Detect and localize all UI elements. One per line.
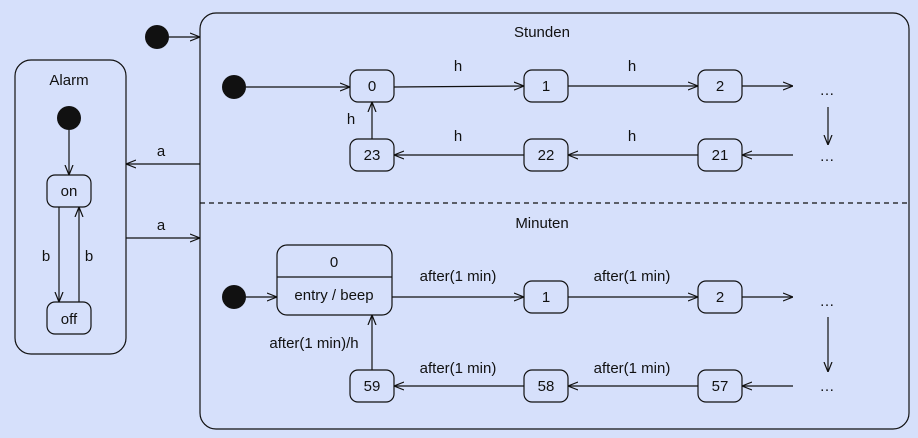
stunden-region: Stunden 0 1 2 23 22 21 h h … … h h h bbox=[222, 24, 835, 172]
alarm-transition-off-on-label: b bbox=[85, 248, 93, 265]
stunden-state-1-label: 1 bbox=[542, 78, 550, 95]
stunden-initial-state bbox=[222, 75, 246, 99]
stunden-state-23-label: 23 bbox=[364, 147, 381, 164]
minuten-title: Minuten bbox=[515, 215, 568, 232]
minuten-state-0-action: entry / beep bbox=[294, 287, 373, 304]
clock-initial-state bbox=[145, 25, 169, 49]
stunden-transition-0-1-label: h bbox=[454, 58, 462, 75]
alarm-initial-state bbox=[57, 106, 81, 130]
alarm-state-on-label: on bbox=[61, 183, 78, 200]
minuten-ellipsis-bottom: … bbox=[820, 378, 835, 395]
stunden-transition-21-22-label: h bbox=[628, 128, 636, 145]
alarm-transition-on-off-label: b bbox=[42, 248, 50, 265]
stunden-state-21-label: 21 bbox=[712, 147, 729, 164]
stunden-state-22-label: 22 bbox=[538, 147, 555, 164]
alarm-region: Alarm on off b b bbox=[14, 59, 127, 355]
minuten-ellipsis-top: … bbox=[820, 293, 835, 310]
minuten-region: Minuten 0 entry / beep 1 2 59 58 57 afte… bbox=[222, 215, 835, 403]
alarm-clock-links: a a bbox=[126, 143, 200, 238]
alarm-title: Alarm bbox=[49, 72, 88, 89]
minuten-state-57-label: 57 bbox=[712, 378, 729, 395]
stunden-transition-22-23-label: h bbox=[454, 128, 462, 145]
minuten-transition-1-2-label: after(1 min) bbox=[594, 268, 671, 285]
minuten-state-2-label: 2 bbox=[716, 289, 724, 306]
minuten-state-59-label: 59 bbox=[364, 378, 381, 395]
clock-state-box bbox=[199, 12, 910, 430]
transition-to-clock-label: a bbox=[157, 217, 166, 234]
minuten-state-58-label: 58 bbox=[538, 378, 555, 395]
minuten-initial-state bbox=[222, 285, 246, 309]
transition-to-alarm-label: a bbox=[157, 143, 166, 160]
alarm-state-on[interactable] bbox=[46, 174, 92, 208]
stunden-state-0-label: 0 bbox=[368, 78, 376, 95]
stunden-transition-0-1 bbox=[393, 86, 524, 87]
stunden-ellipsis-bottom: … bbox=[820, 148, 835, 165]
minuten-transition-57-58-label: after(1 min) bbox=[594, 360, 671, 377]
minuten-state-1-label: 1 bbox=[542, 289, 550, 306]
stunden-transition-23-0-label: h bbox=[347, 111, 355, 128]
minuten-transition-59-0-label: after(1 min)/h bbox=[269, 335, 358, 352]
stunden-title: Stunden bbox=[514, 24, 570, 41]
stunden-transition-1-2-label: h bbox=[628, 58, 636, 75]
minuten-transition-0-1-label: after(1 min) bbox=[420, 268, 497, 285]
alarm-state-off-label: off bbox=[61, 311, 78, 328]
minuten-state-0[interactable] bbox=[276, 244, 393, 316]
minuten-state-0-label: 0 bbox=[330, 254, 338, 271]
stunden-ellipsis-top: … bbox=[820, 82, 835, 99]
alarm-state-off[interactable] bbox=[46, 301, 92, 335]
stunden-state-2-label: 2 bbox=[716, 78, 724, 95]
minuten-transition-58-59-label: after(1 min) bbox=[420, 360, 497, 377]
